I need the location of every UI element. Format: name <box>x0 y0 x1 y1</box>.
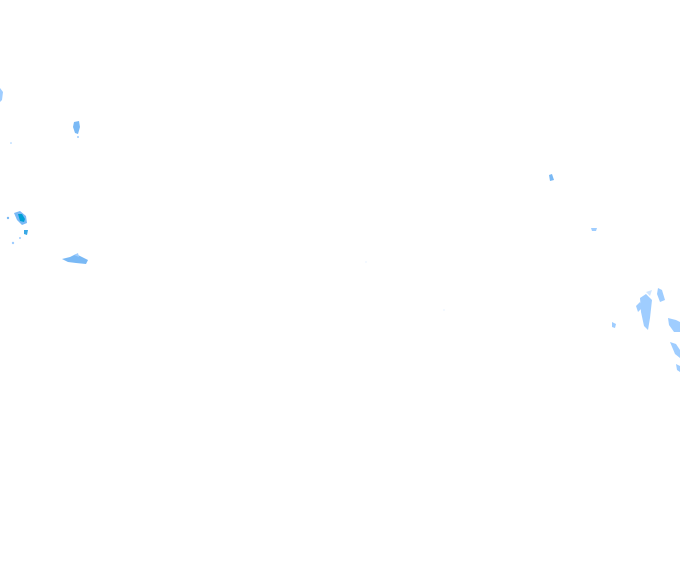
echo-west-band <box>62 253 88 264</box>
echo-central-east-speck <box>549 174 554 181</box>
echo-west-small <box>73 121 80 138</box>
echo-east-small <box>365 228 597 311</box>
echo-far-west-edge <box>0 88 3 102</box>
echo-east-band <box>612 288 680 372</box>
echo-west-cluster <box>6 142 28 245</box>
